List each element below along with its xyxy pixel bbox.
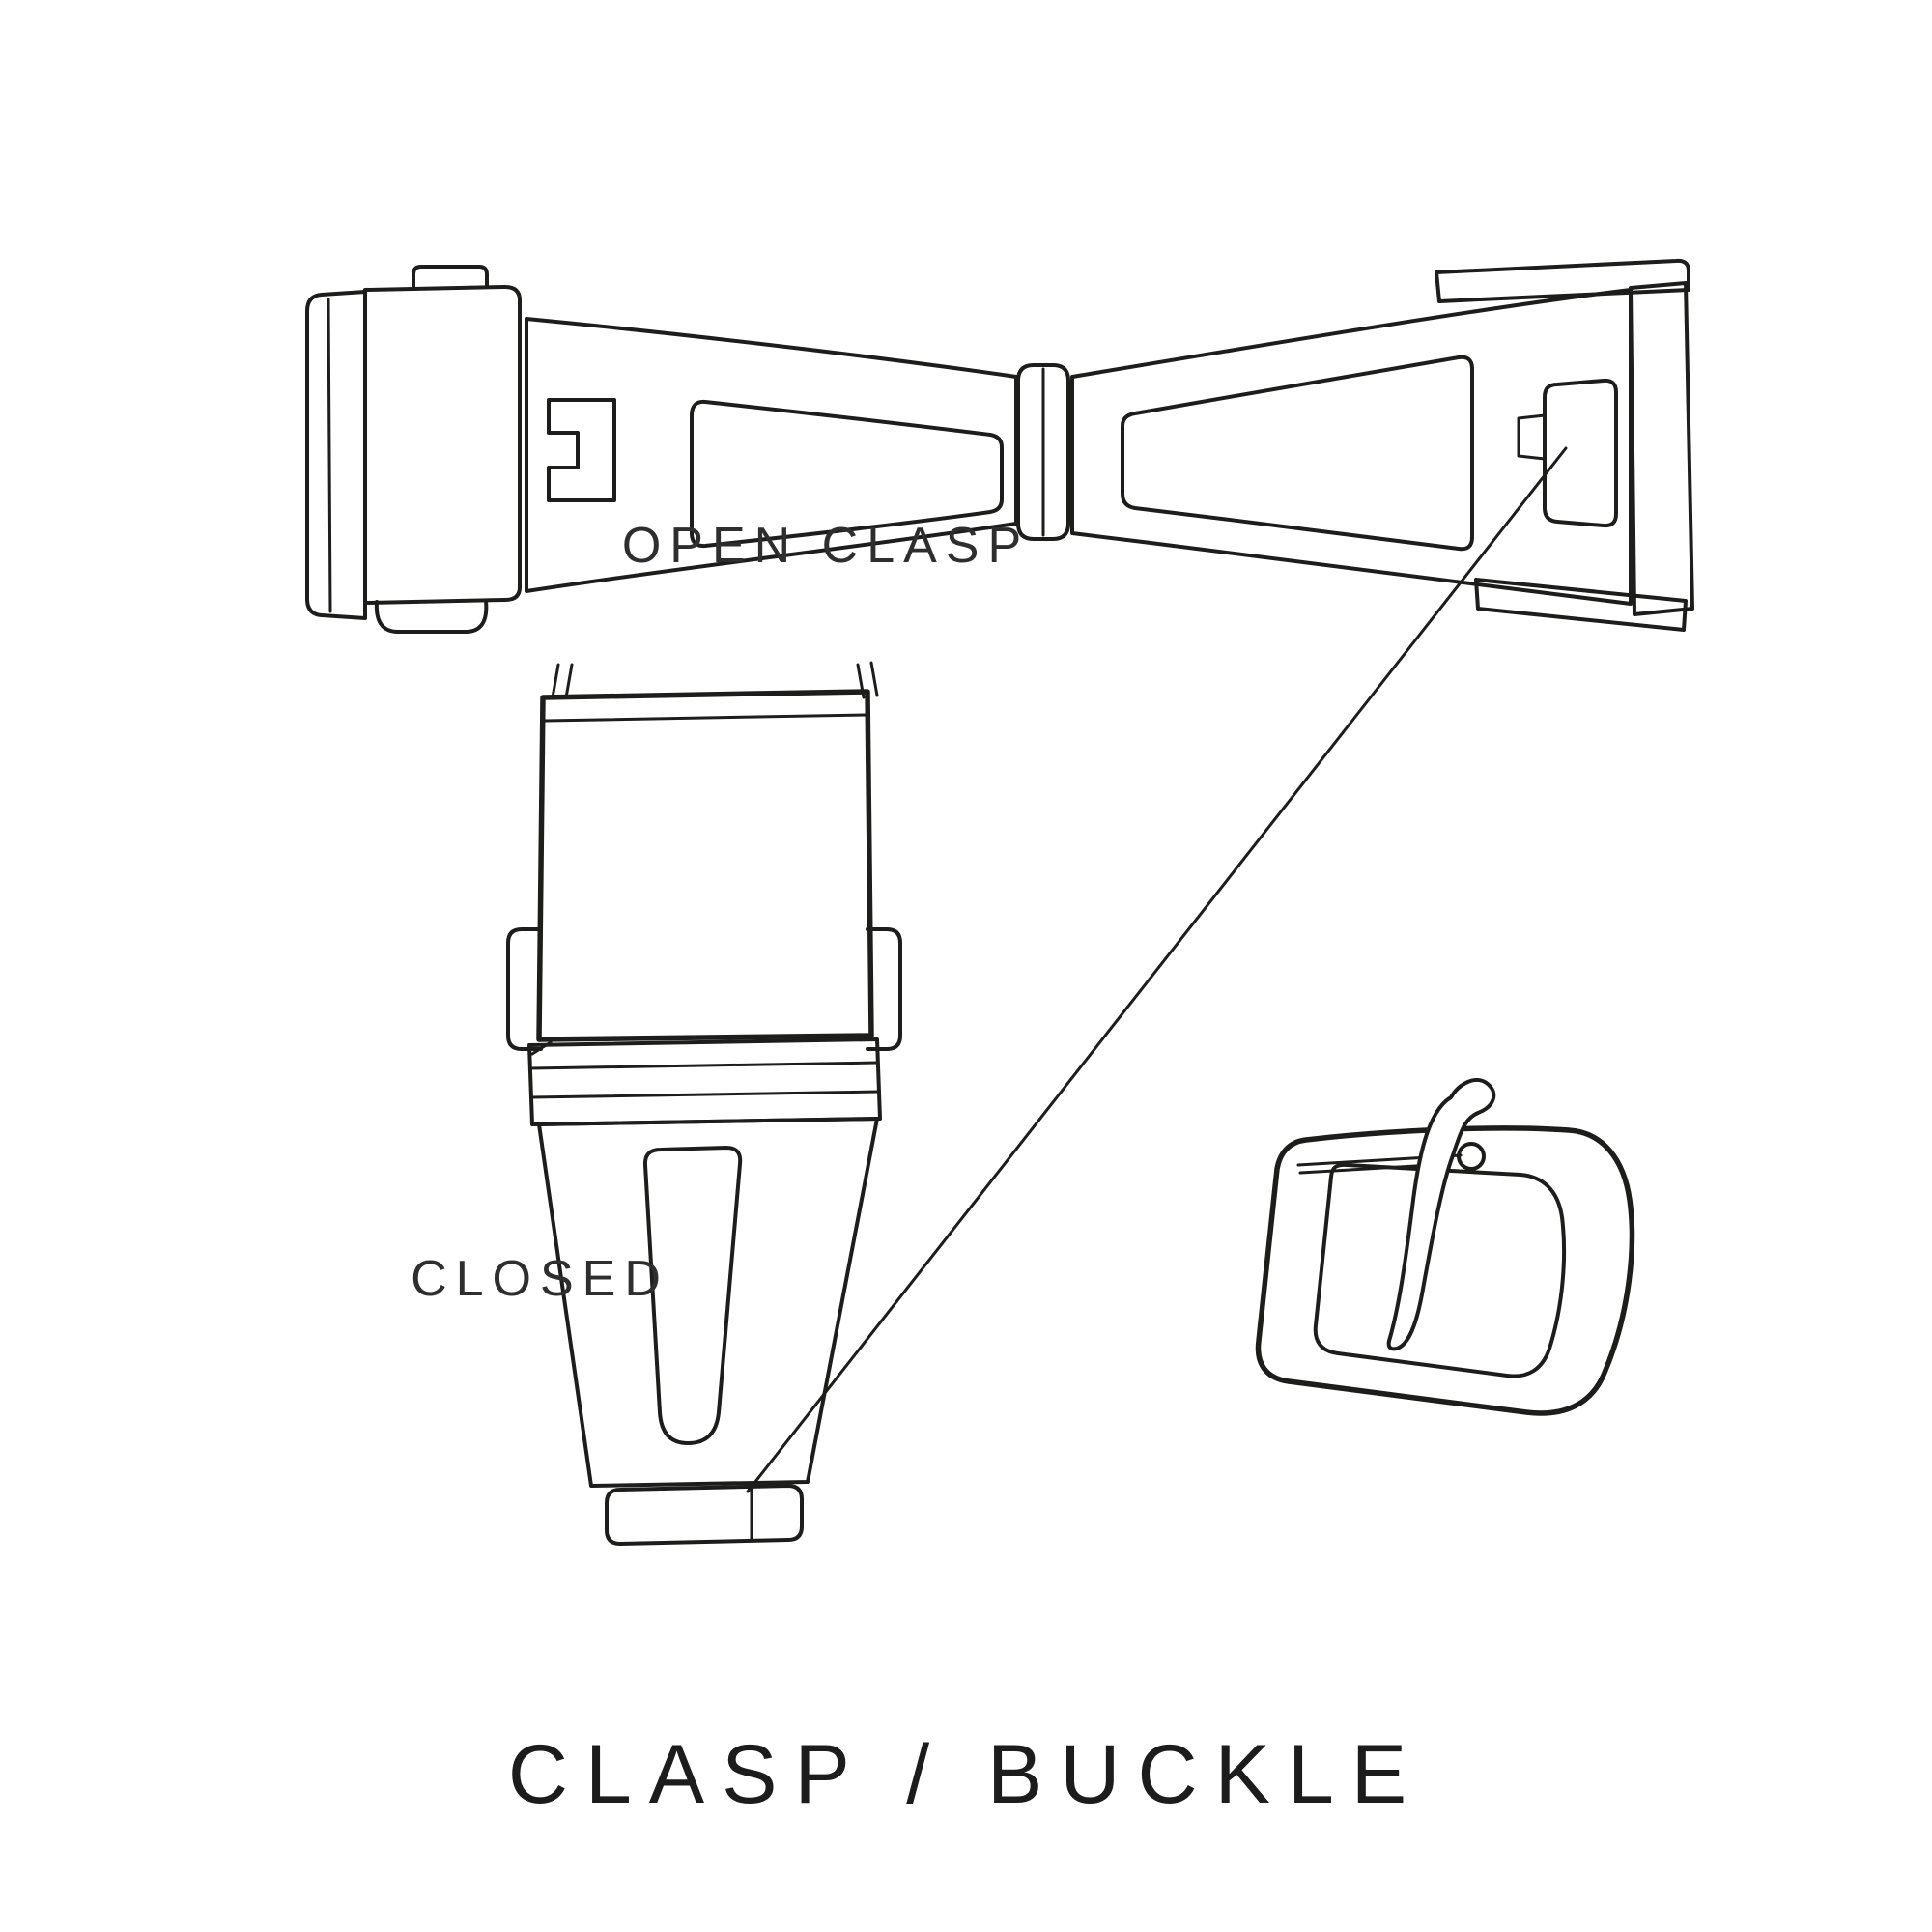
open-clasp-right-plate-inner — [1121, 355, 1474, 552]
open-clasp-cutout-notch — [1517, 413, 1547, 461]
closed-clasp-pusher-left — [506, 927, 543, 1051]
open-clasp-illustration — [305, 258, 1694, 634]
closed-clasp-body — [537, 1117, 879, 1488]
closed-clasp-cover-line — [543, 713, 868, 723]
closed-label: CLOSED — [411, 1251, 669, 1307]
closed-clasp-band-bevel — [530, 1040, 553, 1056]
buckle-tongue — [1386, 1078, 1496, 1351]
closed-clasp-illustration — [506, 661, 902, 1546]
closed-clasp-pusher-right — [866, 927, 902, 1051]
divider-line — [746, 446, 1568, 1493]
buckle-frame-inner — [1313, 1162, 1567, 1378]
open-clasp-cutout — [1543, 378, 1618, 528]
closed-clasp-prong-left — [551, 663, 574, 699]
open-clasp-end-cap-bottom-bump — [374, 599, 489, 634]
open-clasp-label: OPEN CLASP — [621, 518, 1031, 574]
open-clasp-bottom-panel — [1474, 578, 1688, 632]
closed-clasp-band-line-2 — [529, 1090, 881, 1099]
open-clasp-hinge — [1016, 363, 1070, 541]
closed-clasp-band-line-1 — [528, 1061, 880, 1070]
open-clasp-end-bar — [1629, 281, 1694, 616]
closed-clasp-end-link — [605, 1484, 804, 1546]
open-clasp-end-cap-top-bump — [412, 265, 489, 289]
buckle-frame-outer — [1255, 1125, 1635, 1416]
open-clasp-left-plate-inner — [690, 399, 1004, 549]
open-clasp-keeper-tab — [547, 398, 616, 502]
open-clasp-left-bracket-line — [327, 298, 332, 613]
open-clasp-top-panel — [1435, 258, 1690, 303]
open-clasp-left-bracket — [305, 290, 367, 620]
open-clasp-right-plate — [1070, 288, 1633, 606]
buckle-illustration — [1255, 1078, 1635, 1416]
open-clasp-end-cap — [363, 285, 522, 605]
closed-clasp-band — [527, 1037, 882, 1126]
buckle-pin-loop — [1457, 1142, 1486, 1171]
diagram-title: CLASP / BUCKLE — [507, 1728, 1425, 1821]
closed-clasp-body-inner — [642, 1146, 743, 1445]
closed-clasp-cover — [536, 689, 874, 1042]
